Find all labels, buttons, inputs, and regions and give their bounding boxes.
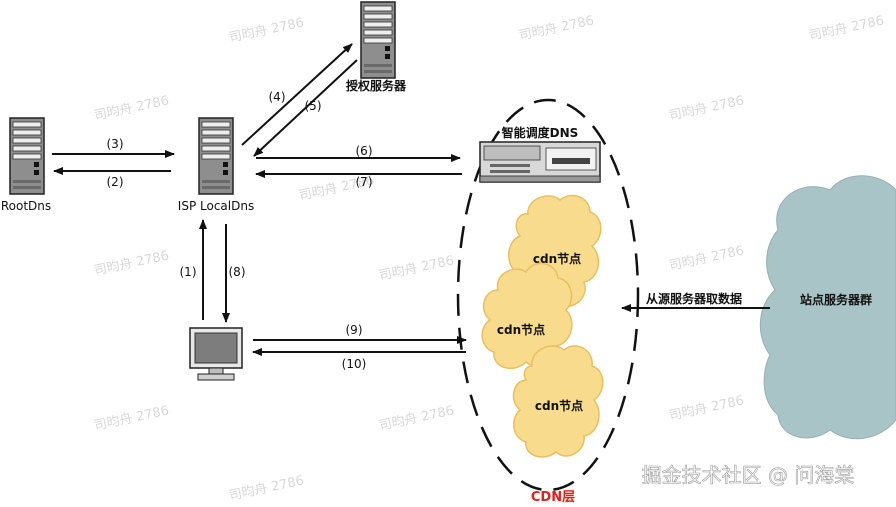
auth-server-label: 授权服务器: [346, 78, 407, 93]
from-origin-label: 从源服务器取数据: [646, 291, 742, 306]
step-label: (6): [356, 144, 373, 158]
watermark: 司昀舟 2786: [518, 13, 596, 44]
watermark: 司昀舟 2786: [808, 13, 886, 44]
step-label: (3): [107, 137, 124, 151]
flow-arrows: [52, 43, 770, 356]
footer-watermark: 掘金技术社区 @ 问海棠: [642, 463, 855, 487]
site-cluster-cloud: 站点服务器群: [759, 175, 896, 440]
step-label: (8): [229, 265, 246, 279]
watermark: 司昀舟 2786: [93, 403, 171, 434]
watermark: 司昀舟 2786: [668, 243, 746, 274]
watermark: 司昀舟 2786: [378, 253, 456, 284]
watermark: 司昀舟 2786: [668, 93, 746, 124]
step-label: (10): [342, 357, 367, 371]
watermark: 司昀舟 2786: [93, 248, 171, 279]
cdn-node-3: cdn节点: [512, 345, 604, 458]
step-label: (9): [346, 323, 363, 337]
site-cluster-label: 站点服务器群: [800, 292, 872, 307]
isp-local-dns-label: ISP LocalDns: [178, 199, 254, 213]
root-dns-server-icon: [9, 117, 45, 195]
auth-server-icon: [360, 1, 396, 79]
cdn-layer-title: CDN层: [531, 490, 575, 505]
cdn-node-2: cdn节点: [481, 262, 573, 370]
watermark: 司昀舟 2786: [93, 93, 171, 124]
step-label: (5): [305, 99, 322, 113]
isp-local-dns-server-icon: [198, 117, 234, 195]
step-label: (1): [180, 265, 197, 279]
arrow-4: [241, 43, 353, 146]
cdn-layer-boundary: [456, 98, 640, 492]
watermark: 司昀舟 2786: [668, 393, 746, 424]
arrow-5: [253, 59, 358, 157]
watermark: 司昀舟 2786: [228, 15, 306, 46]
cdn-node-label: cdn节点: [533, 251, 581, 266]
client-computer-icon: [189, 327, 243, 381]
step-label: (7): [356, 175, 373, 189]
watermark: 司昀舟 2786: [378, 403, 456, 434]
smart-dns-label: 智能调度DNS: [501, 125, 579, 140]
smart-dns-server-icon: [479, 141, 601, 183]
watermark: 司昀舟 2786: [228, 473, 306, 504]
cdn-node-label: cdn节点: [535, 398, 583, 413]
cdn-node-label: cdn节点: [497, 322, 545, 337]
root-dns-label: RootDns: [1, 199, 51, 213]
step-label: (4): [269, 90, 286, 104]
step-label: (2): [107, 175, 124, 189]
